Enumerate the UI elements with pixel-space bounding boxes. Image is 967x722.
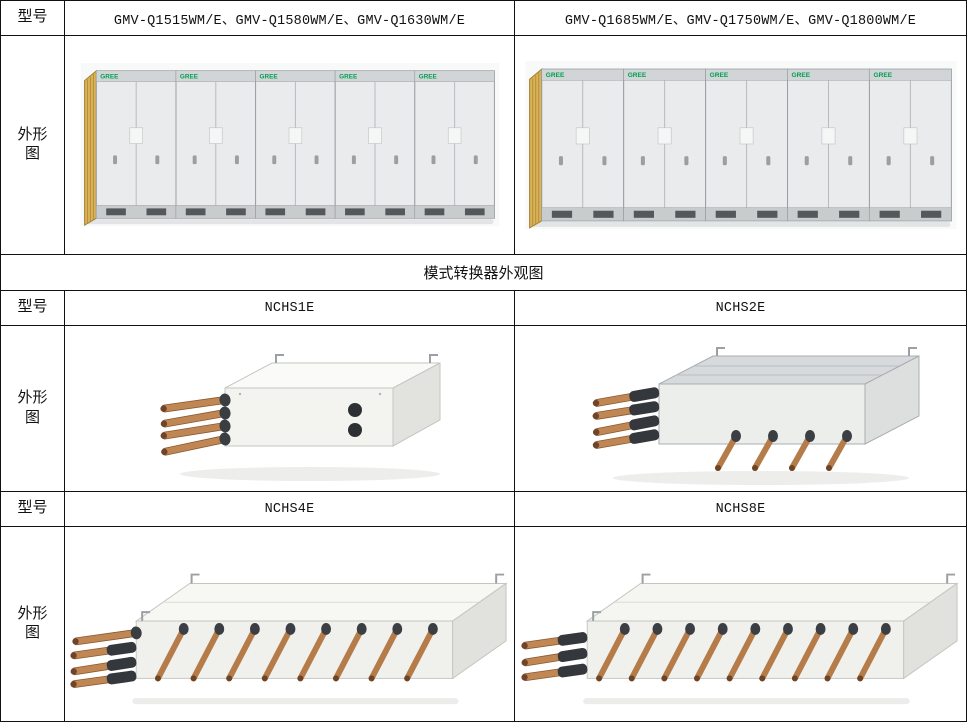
outline-label-cell: 外形图 [1,36,65,255]
nchs1e-name-cell: NCHS1E [65,291,515,326]
nchs1e-photo [158,353,440,481]
nchs8e-photo-cell [515,527,966,721]
outline-label-cell: 外形图 [1,326,65,492]
gmv-models-right: GMV-Q1685WM/E、GMV-Q1750WM/E、GMV-Q1800WM/… [564,13,917,29]
outline-label-cell: 外形图 [1,527,65,721]
gmv-right-photo-cell [515,36,966,255]
model-label: 型号 [17,9,48,26]
nchs8e-photo [520,573,959,705]
gmv-right-outdoor-unit-photo [523,57,959,234]
section-title-cell: 模式转换器外观图 [1,255,966,291]
nchs2e-name-cell: NCHS2E [515,291,966,326]
gmv-models-left: GMV-Q1515WM/E、GMV-Q1580WM/E、GMV-Q1630WM/… [113,13,466,29]
nchs4e-name: NCHS4E [264,501,315,517]
gmv-left-photo-cell [65,36,515,255]
model-label: 型号 [17,299,48,316]
section-title: 模式转换器外观图 [423,266,544,282]
nchs2e-photo [590,346,919,485]
model-label-cell: 型号 [1,1,65,36]
nchs4e-photo-cell [65,527,515,721]
nchs4e-name-cell: NCHS4E [65,492,515,527]
gmv-models-left-cell: GMV-Q1515WM/E、GMV-Q1580WM/E、GMV-Q1630WM/… [65,1,515,36]
nchs8e-name: NCHS8E [715,501,766,517]
outline-label: 外形图 [17,390,48,426]
gmv-left-outdoor-unit-photo [78,59,502,231]
nchs1e-name: NCHS1E [264,300,315,316]
model-label: 型号 [17,500,48,517]
model-label-cell: 型号 [1,492,65,527]
outline-label: 外形图 [17,126,48,163]
gmv-models-right-cell: GMV-Q1685WM/E、GMV-Q1750WM/E、GMV-Q1800WM/… [515,1,966,36]
nchs1e-photo-cell [65,326,515,492]
nchs2e-photo-cell [515,326,966,492]
nchs4e-photo [69,573,508,705]
model-label-cell: 型号 [1,291,65,326]
outline-label: 外形图 [17,605,48,642]
nchs2e-name: NCHS2E [715,300,766,316]
nchs8e-name-cell: NCHS8E [515,492,966,527]
